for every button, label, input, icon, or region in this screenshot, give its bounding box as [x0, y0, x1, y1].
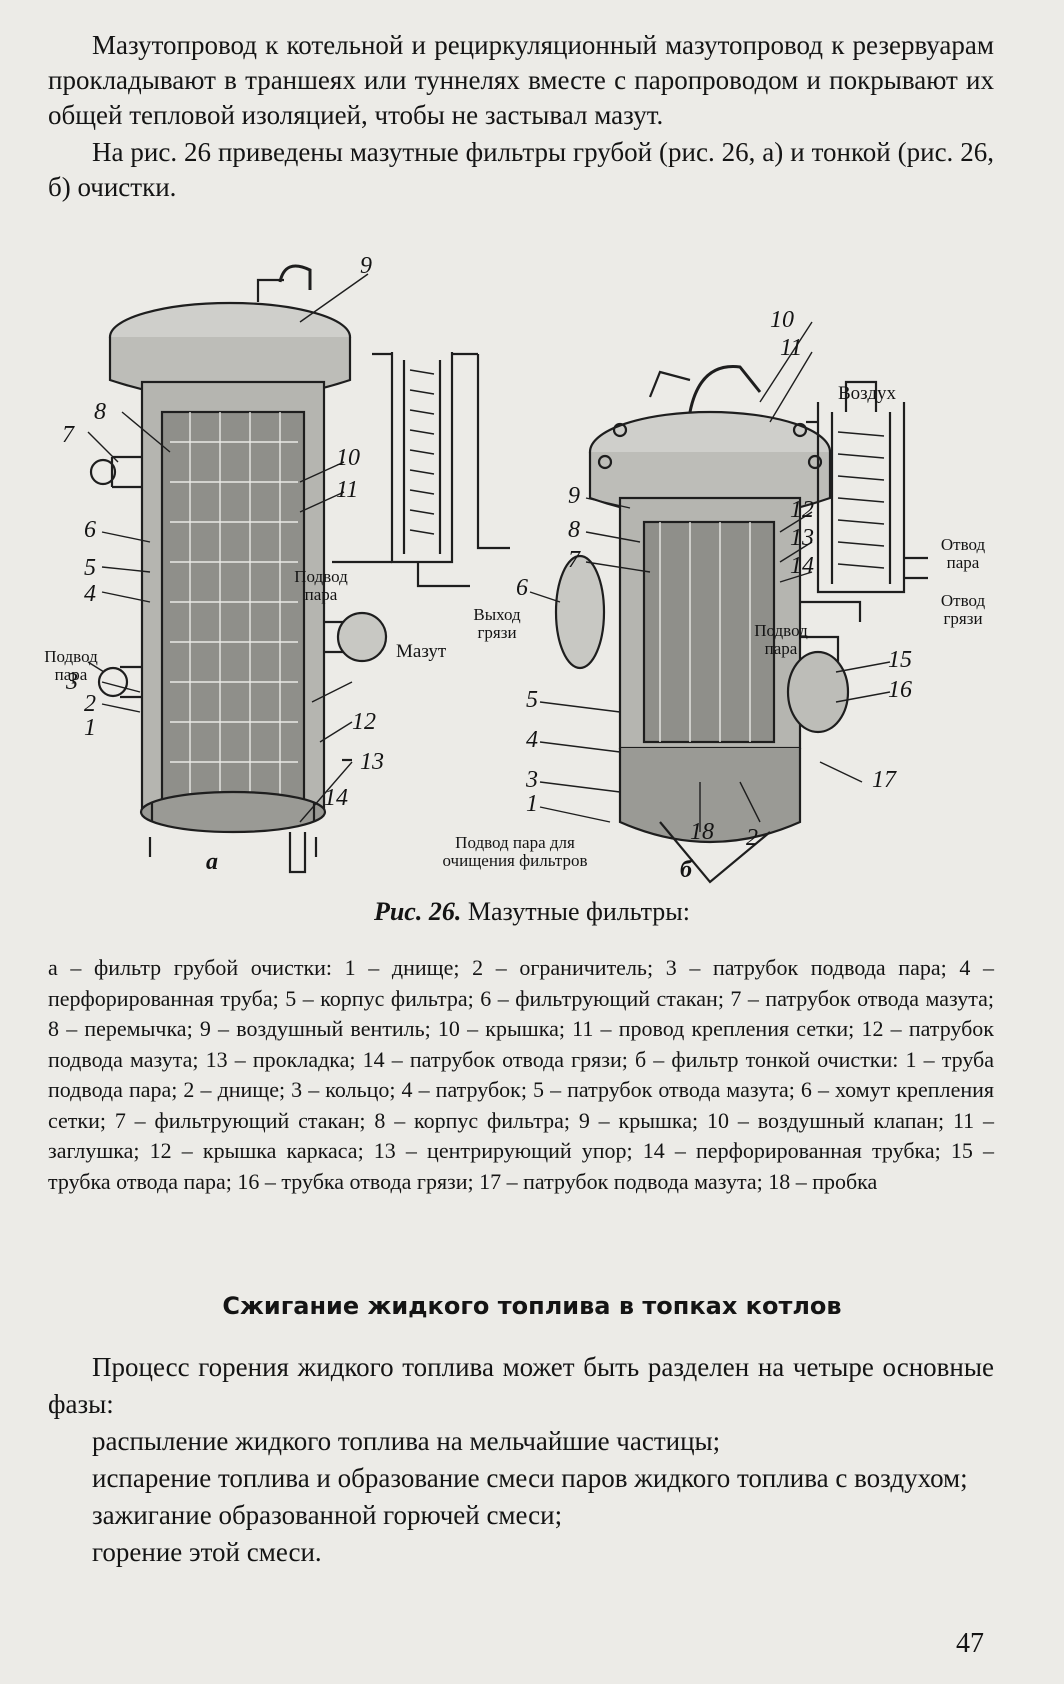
fine-filter-schematic: [800, 380, 928, 622]
figure-title: Мазутные фильтры:: [467, 897, 691, 926]
label-a-10: 10: [336, 445, 360, 471]
phase-item-3: зажигание образованной горючей смеси;: [92, 1500, 563, 1530]
label-b-4: 4: [526, 727, 538, 753]
label-a-4: 4: [84, 581, 96, 607]
label-b-6: 6: [516, 575, 528, 601]
label-b-10: 10: [770, 307, 794, 333]
figure-caption-title: Рис. 26. Мазутные фильтры:: [0, 897, 1064, 927]
page-number: 47: [956, 1628, 984, 1659]
label-b-18: 18: [690, 819, 714, 845]
label-steam-inlet-side: Подвод пара: [44, 647, 98, 684]
label-a-8: 8: [94, 399, 106, 425]
label-b-7: 7: [568, 547, 580, 573]
label-b-3: 3: [526, 767, 538, 793]
coarse-filter-illustration: [89, 264, 388, 874]
label-b-2: 2: [746, 825, 758, 851]
label-b-11: 11: [780, 335, 803, 361]
intro-paragraph-2: На рис. 26 приведены мазутные фильтры гр…: [48, 137, 994, 202]
label-cleaning-steam: Подвод пара для очищения фильтров: [442, 833, 588, 870]
label-b-5: 5: [526, 687, 538, 713]
label-a-1: 1: [84, 715, 96, 741]
label-b-15: 15: [888, 647, 912, 673]
label-a-2: 2: [84, 691, 96, 717]
figure-legend: а – фильтр грубой очистки: 1 – днище; 2 …: [48, 955, 994, 1194]
label-b-14: 14: [790, 553, 814, 579]
fine-filter-illustration: [554, 365, 850, 884]
label-b-12: 12: [790, 497, 814, 523]
phase-item-4: горение этой смеси.: [92, 1537, 322, 1567]
intro-text: Мазутопровод к котельной и рециркуляцион…: [48, 28, 994, 205]
label-steam-inlet-b: Подвод пара: [754, 621, 808, 658]
label-a-7: 7: [62, 422, 74, 448]
label-b-9: 9: [568, 483, 580, 509]
figure-26: 9 8 7 10 11 6 5 4 3 2 1 12 13 14 Подвод …: [0, 254, 1064, 902]
subfigure-b-label: б: [680, 857, 692, 883]
label-steam-outlet: Отвод пара: [940, 535, 986, 572]
phase-item-2: испарение топлива и образование смеси па…: [92, 1463, 968, 1493]
label-a-12: 12: [352, 709, 376, 735]
label-a-3: 3: [66, 669, 78, 695]
label-mazut: Мазут: [396, 641, 447, 662]
label-b-17: 17: [872, 767, 896, 793]
figure-number: Рис. 26.: [373, 897, 462, 926]
section-heading: Сжигание жидкого топлива в топках котлов: [222, 1292, 842, 1320]
label-b-8: 8: [568, 517, 580, 543]
label-b-1: 1: [526, 791, 538, 817]
label-dirt-outlet: Выход грязи: [473, 605, 521, 642]
intro-paragraph-1: Мазутопровод к котельной и рециркуляцион…: [48, 30, 994, 130]
label-b-13: 13: [790, 525, 814, 551]
label-a-13: 13: [360, 749, 384, 775]
section-intro: Процесс горения жидкого топлива может бы…: [48, 1352, 994, 1419]
section-body: Процесс горения жидкого топлива может бы…: [48, 1349, 994, 1571]
coarse-filter-schematic: [332, 352, 510, 588]
phase-item-1: распыление жидкого топлива на мельчайшие…: [92, 1426, 721, 1456]
label-a-5: 5: [84, 555, 96, 581]
label-a-11: 11: [336, 477, 359, 503]
label-a-9: 9: [360, 253, 372, 279]
filters-drawing: [87, 264, 928, 884]
subfigure-a-label: а: [206, 849, 218, 875]
label-a-14: 14: [324, 785, 348, 811]
label-air: Воздух: [838, 383, 897, 404]
label-a-6: 6: [84, 517, 96, 543]
label-b-16: 16: [888, 677, 912, 703]
label-dirt-removal: Отвод грязи: [940, 591, 986, 628]
label-steam-inlet-top: Подвод пара: [294, 567, 348, 604]
